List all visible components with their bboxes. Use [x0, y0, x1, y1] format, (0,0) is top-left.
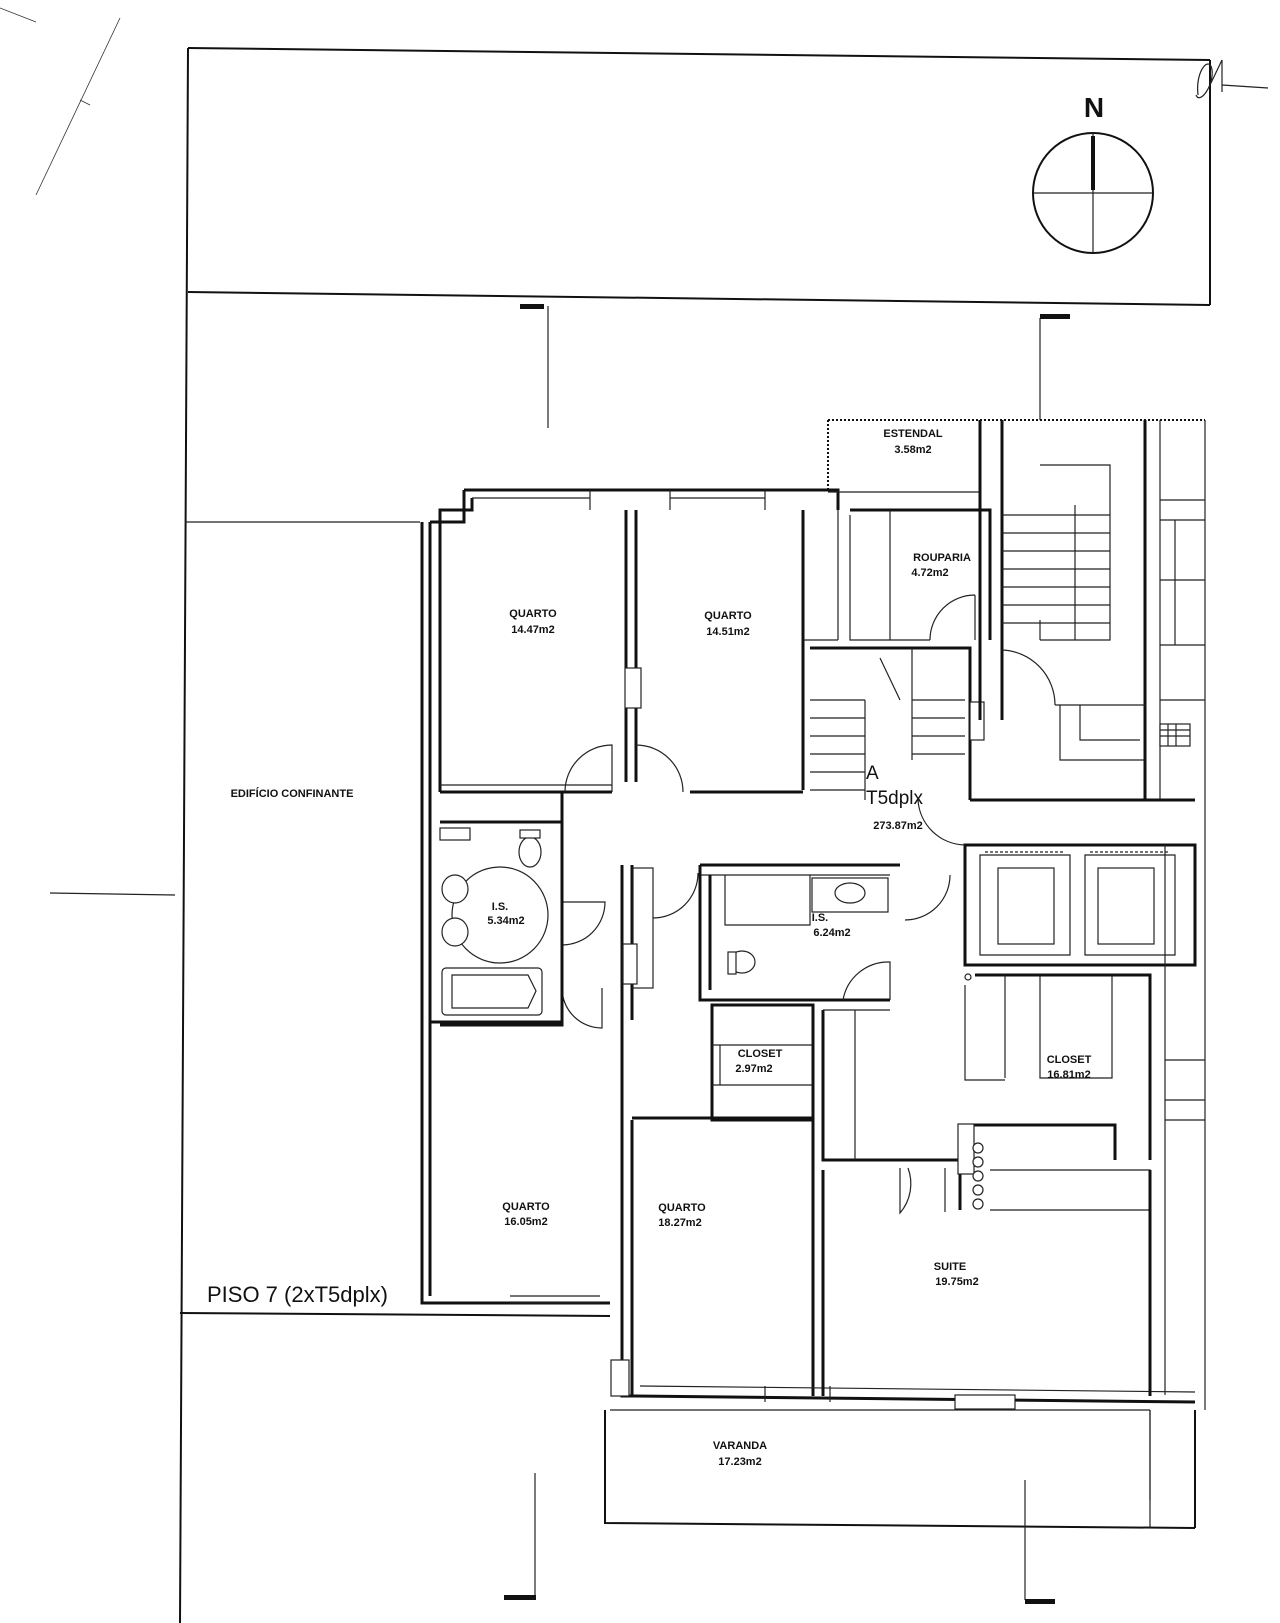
north-label: N — [1084, 92, 1104, 123]
pen-marks — [0, 7, 1269, 196]
closet-1-name: CLOSET — [738, 1048, 783, 1060]
quarto-4-area: 18.27m2 — [658, 1217, 701, 1229]
closet-2-name: CLOSET — [1047, 1054, 1092, 1066]
unit-area: 273.87m2 — [873, 820, 923, 832]
section-markers — [504, 304, 1070, 1604]
suite-name: SUITE — [934, 1261, 966, 1273]
quarto-1-name: QUARTO — [509, 608, 557, 620]
quarto-3-area: 16.05m2 — [504, 1216, 547, 1228]
quarto-2-name: QUARTO — [704, 610, 752, 622]
unit-letter: A — [866, 763, 879, 784]
closet-2-area: 16.81m2 — [1047, 1069, 1090, 1081]
quarto-2-area: 14.51m2 — [706, 626, 749, 638]
floor-title: PISO 7 (2xT5dplx) — [207, 1282, 388, 1307]
north-arrow: N — [1032, 92, 1154, 254]
unit-type: T5dplx — [866, 788, 924, 809]
site-boundary — [49, 47, 1211, 1623]
quarto-1-area: 14.47m2 — [511, 624, 554, 636]
suite-area: 19.75m2 — [935, 1276, 978, 1288]
quarto-3-name: QUARTO — [502, 1201, 550, 1213]
quarto-4-name: QUARTO — [658, 1202, 706, 1214]
estendal-area: 3.58m2 — [894, 444, 931, 456]
signature — [1195, 59, 1269, 99]
varanda-area: 17.23m2 — [718, 1456, 761, 1468]
neighbour-building-label: EDIFÍCIO CONFINANTE — [231, 787, 354, 800]
walls — [420, 419, 1205, 1500]
is-2-area: 6.24m2 — [813, 927, 850, 939]
rouparia-name: ROUPARIA — [913, 552, 971, 564]
rouparia-area: 4.72m2 — [911, 567, 948, 579]
room-labels: ESTENDAL 3.58m2 ROUPARIA 4.72m2 QUARTO 1… — [207, 428, 1092, 1468]
is-1-name: I.S. — [492, 901, 509, 913]
closet-1-area: 2.97m2 — [735, 1063, 772, 1075]
is-2-name: I.S. — [812, 912, 829, 924]
is-1-area: 5.34m2 — [487, 915, 524, 927]
varanda-name: VARANDA — [713, 1440, 767, 1452]
estendal-name: ESTENDAL — [883, 428, 943, 440]
